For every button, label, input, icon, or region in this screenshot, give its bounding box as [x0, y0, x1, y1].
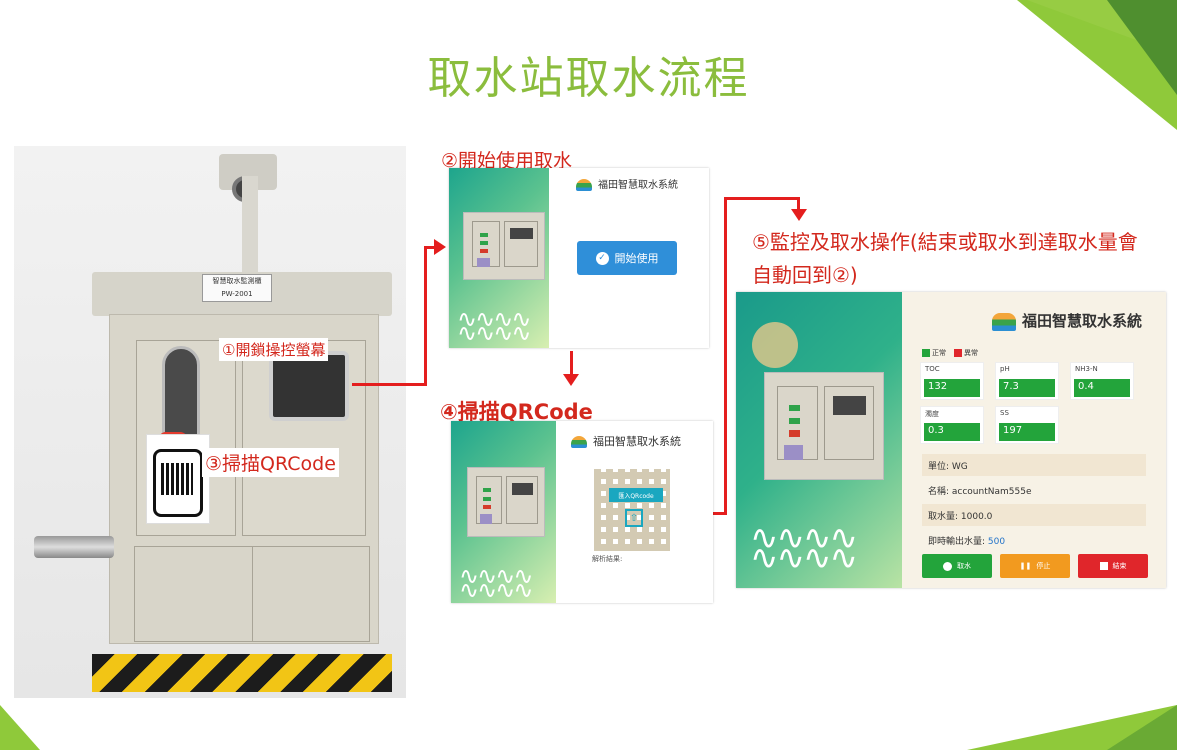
metric-value: 197 [999, 423, 1055, 441]
cabinet-illustration [764, 372, 884, 480]
end-button[interactable]: 結束 [1078, 554, 1148, 578]
name-row: 名稱: accountNam555e [928, 487, 1032, 497]
monitor-screen: ∿∿∿∿∿∿∿∿ 福田智慧取水系統 正常 異常 TOC 132 pH 7.3 N… [736, 292, 1166, 588]
corner-decoration [0, 705, 40, 750]
start-screen: ∿∿∿∿∿∿∿∿ 福田智慧取水系統 ✓ 開始使用 [449, 168, 709, 348]
slide-title: 取水站取水流程 [427, 53, 750, 104]
metric-name: TOC [925, 365, 940, 373]
sun-decoration [752, 322, 798, 368]
metric-value: 132 [924, 379, 980, 397]
water-pipe [34, 536, 114, 558]
stop-button[interactable]: ❚❚ 停止 [1000, 554, 1070, 578]
metric-name: NH3-N [1075, 365, 1098, 373]
arrow-line [797, 197, 800, 211]
logo-icon [992, 312, 1016, 331]
wave-decoration: ∿∿∿∿∿∿∿∿ [750, 518, 858, 578]
abnormal-swatch [954, 349, 962, 357]
take-water-button[interactable]: 取水 [922, 554, 992, 578]
system-title: 福田智慧取水系統 [571, 433, 681, 449]
system-title: 福田智慧取水系統 [992, 310, 1142, 331]
arrow-head [791, 209, 807, 221]
stop-square-icon [1099, 562, 1108, 570]
name-plate: 智慧取水監測櫃 PW-2001 [202, 274, 272, 302]
metric-card: TOC 132 [920, 362, 984, 400]
pause-icon: ❚❚ [1019, 562, 1032, 570]
cabinet-illustration [467, 467, 545, 537]
system-title: 福田智慧取水系統 [576, 176, 678, 191]
logo-icon [576, 179, 592, 191]
corner-decoration [1107, 0, 1177, 95]
metric-value: 0.4 [1074, 379, 1130, 397]
cabinet-door-bottom [134, 546, 370, 642]
status-legend: 正常 異常 [922, 348, 978, 358]
arrow-line [713, 512, 727, 515]
metric-name: SS [1000, 409, 1009, 417]
metric-card: SS 197 [995, 406, 1059, 444]
arrow-line [352, 383, 426, 386]
step3-label: ③掃描QRCode [202, 448, 339, 477]
start-button[interactable]: ✓ 開始使用 [577, 241, 677, 275]
plate-line: 智慧取水監測櫃 [212, 277, 262, 285]
arrow-head [434, 239, 446, 255]
step4-label: ④掃描QRCode [440, 400, 593, 424]
realtime-label: 即時輸出水量: [928, 537, 986, 547]
qr-code-icon [161, 463, 193, 495]
step2-label: ②開始使用取水 [441, 150, 573, 172]
cabinet-illustration [463, 212, 545, 280]
system-name: 福田智慧取水系統 [593, 435, 681, 448]
arrow-line [724, 197, 800, 200]
check-circle-icon: ✓ [595, 251, 609, 265]
step5-label: ⑤監控及取水操作(結束或取水到達取水量會自動回到②) [752, 230, 1138, 287]
metric-value: 7.3 [999, 379, 1055, 397]
legend-abnormal: 異常 [964, 349, 978, 357]
arrow-line [424, 246, 427, 386]
phone-outline-icon [153, 449, 203, 517]
realtime-value: 500 [987, 537, 1006, 547]
metric-name: pH [1000, 365, 1010, 373]
step1-label: ①開鎖操控螢幕 [219, 338, 329, 361]
hazard-base [92, 654, 392, 692]
corner-decoration [1107, 705, 1177, 750]
play-icon [943, 561, 952, 571]
kiosk-photo: 智慧取水監測櫃 PW-2001 [14, 146, 406, 698]
camera-pole [242, 176, 258, 286]
metric-name: 濁度 [925, 410, 939, 418]
start-button-label: 開始使用 [614, 252, 659, 265]
import-qrcode-button[interactable]: 匯入QRcode [609, 488, 663, 502]
arrow-line [724, 197, 727, 515]
logo-icon [571, 436, 587, 448]
system-name: 福田智慧取水系統 [598, 180, 678, 191]
system-name: 福田智慧取水系統 [1022, 312, 1143, 330]
amount-row: 取水量: 1000.0 [922, 504, 1146, 526]
legend-normal: 正常 [932, 349, 946, 357]
upload-icon[interactable]: ⇧ [625, 509, 643, 527]
scan-screen: ∿∿∿∿∿∿∿∿ 福田智慧取水系統 匯入QRcode ⇧ 解析結果: [451, 421, 713, 603]
arrow-line [570, 351, 573, 375]
take-water-label: 取水 [957, 562, 971, 570]
phone-scan-illustration [146, 434, 210, 524]
plate-line: PW-2001 [221, 290, 253, 298]
unit-row: 單位: WG [922, 454, 1146, 476]
metric-card: pH 7.3 [995, 362, 1059, 400]
arrow-line [424, 246, 436, 249]
metric-value: 0.3 [924, 423, 980, 441]
kiosk-screen [269, 351, 349, 421]
metric-card: NH3-N 0.4 [1070, 362, 1134, 400]
realtime-row: 即時輸出水量: 500 [922, 529, 1146, 551]
normal-swatch [922, 349, 930, 357]
wave-decoration: ∿∿∿∿∿∿∿∿ [457, 305, 531, 347]
metric-card: 濁度 0.3 [920, 406, 984, 444]
wave-decoration: ∿∿∿∿∿∿∿∿ [459, 562, 533, 603]
parse-result-label: 解析結果: [592, 555, 623, 563]
arrow-head [563, 374, 579, 386]
end-label: 結束 [1112, 562, 1127, 570]
stop-label: 停止 [1036, 562, 1051, 570]
